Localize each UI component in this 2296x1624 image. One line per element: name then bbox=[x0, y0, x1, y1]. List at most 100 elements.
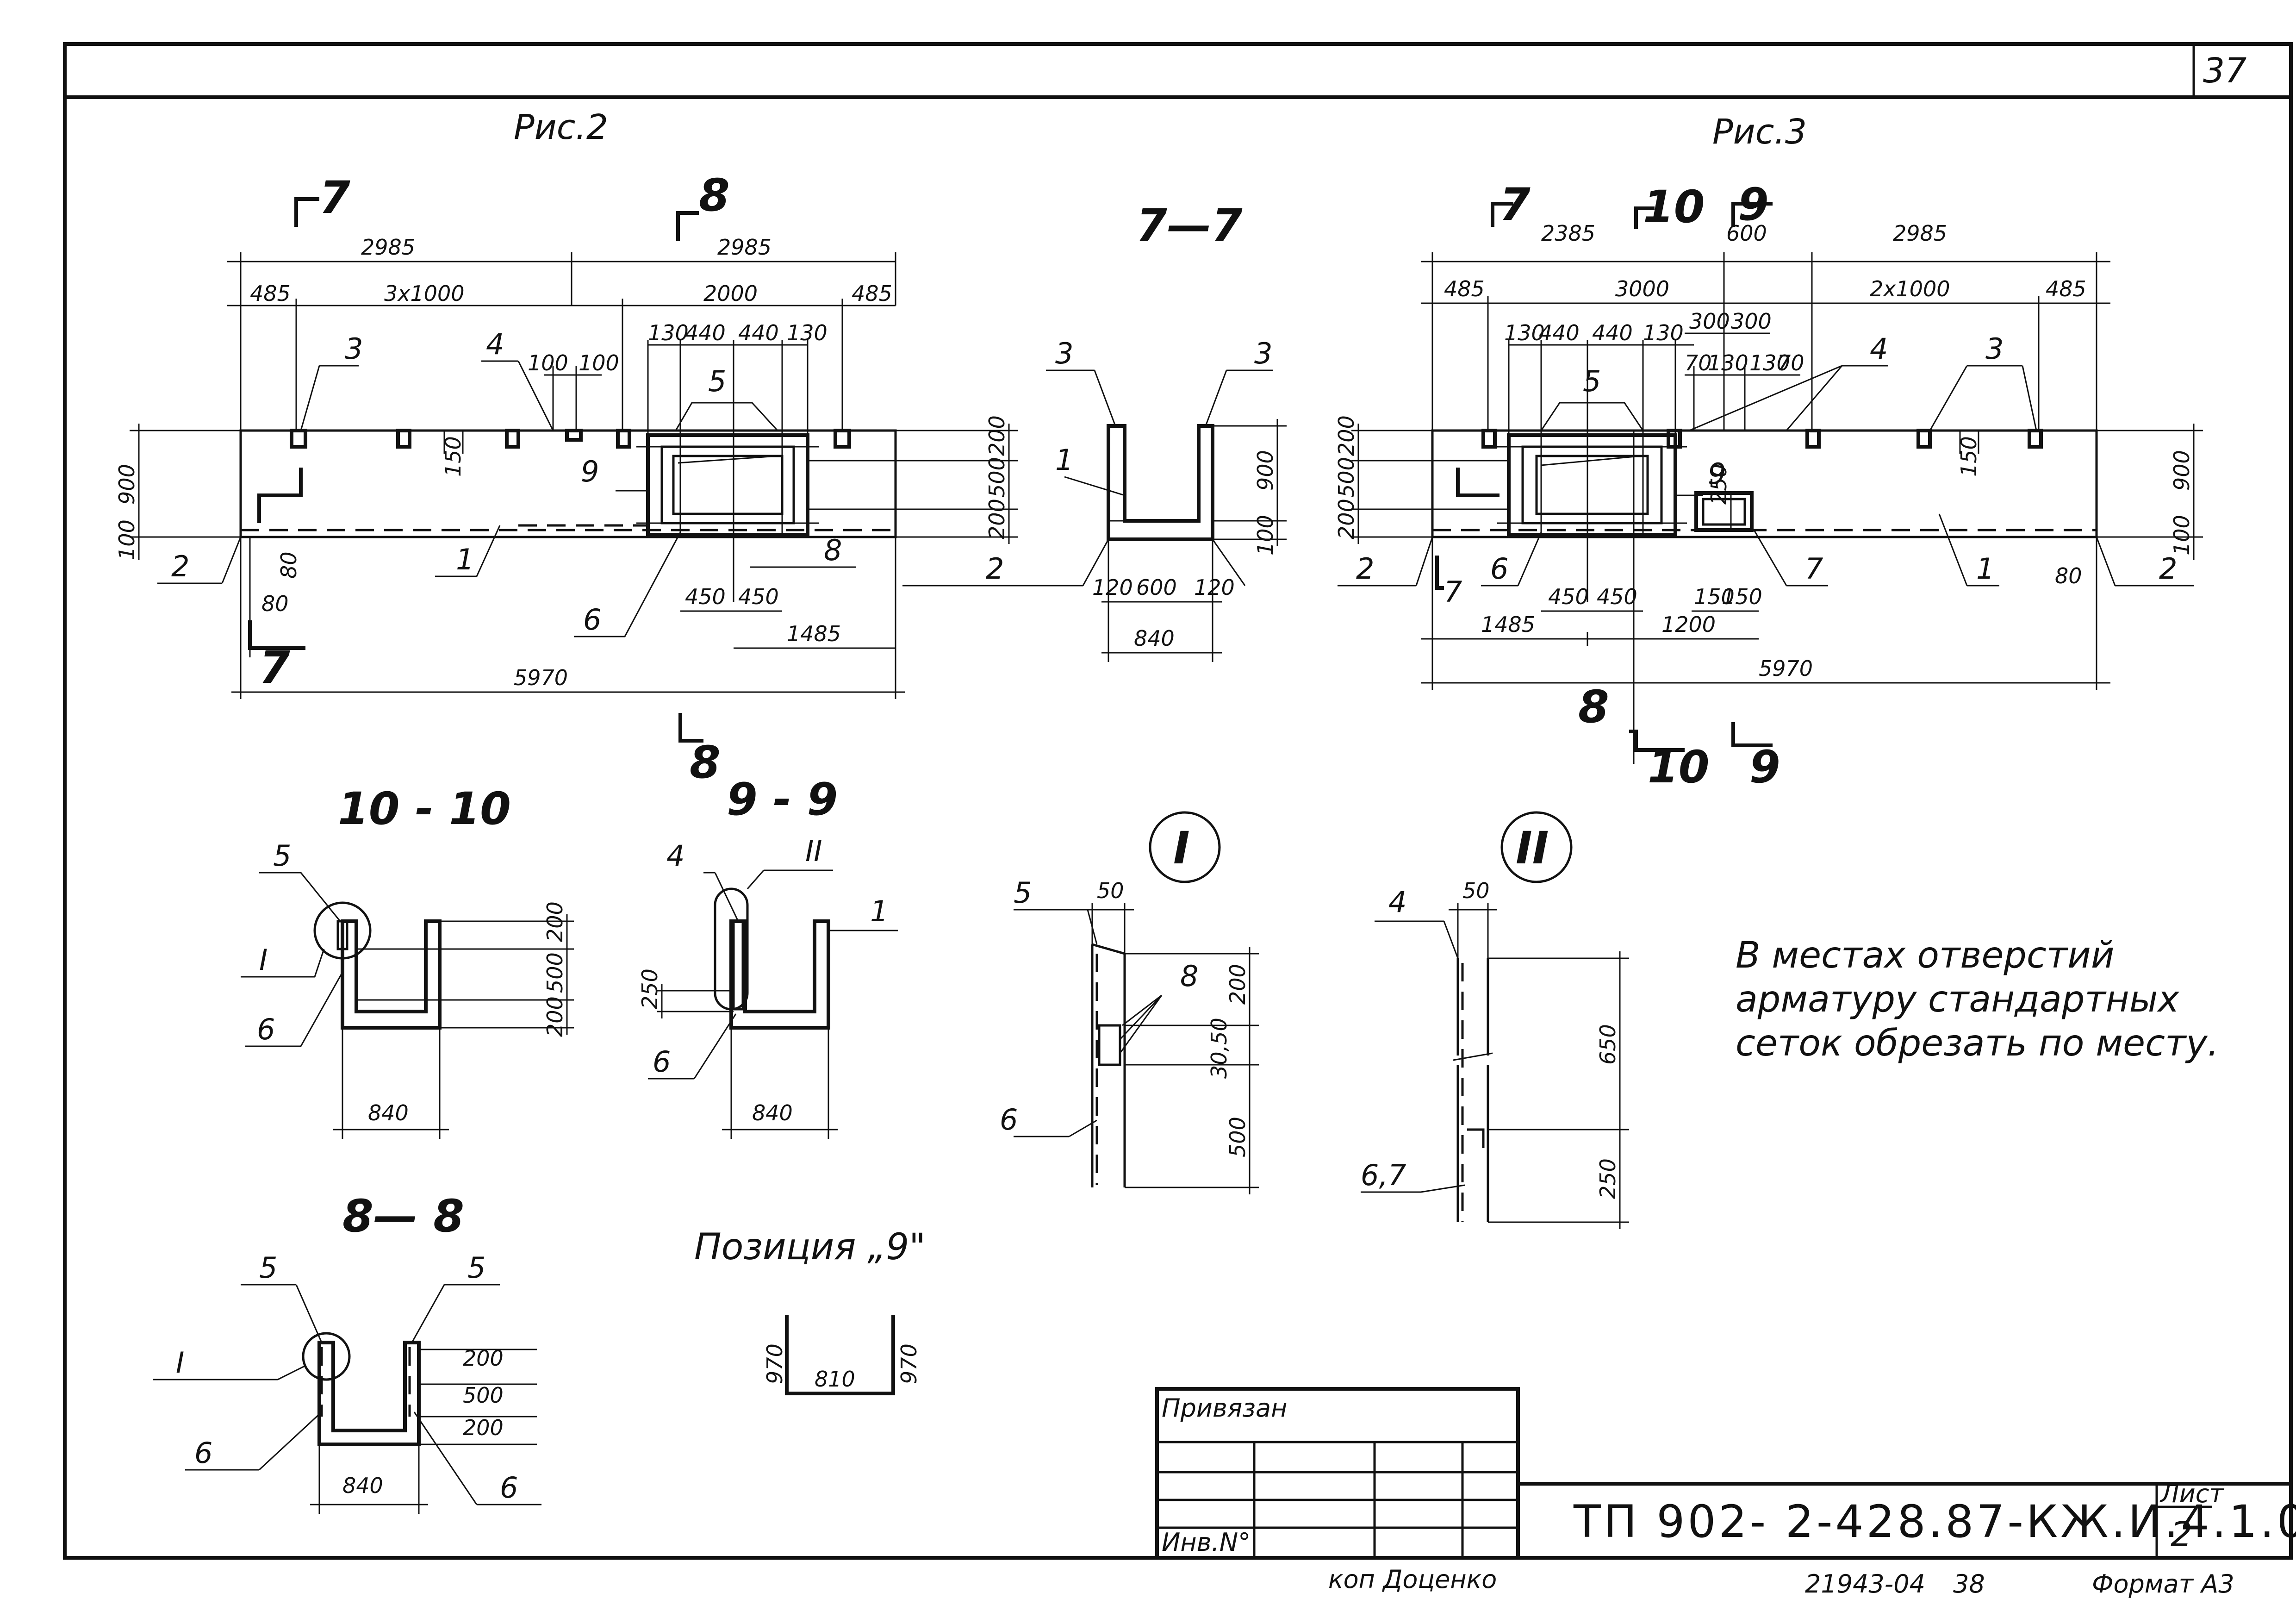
node-I-ref: I bbox=[176, 1346, 184, 1380]
dim-100-right: 100 bbox=[2169, 515, 2194, 556]
dim-200-a: 200 bbox=[984, 415, 1009, 456]
pos-4: 4 bbox=[666, 839, 684, 873]
dim-2x1000: 2x1000 bbox=[1870, 276, 1950, 301]
dim-200-b: 200 bbox=[984, 499, 1009, 539]
pos-6-left: 6 bbox=[194, 1436, 212, 1470]
node-II-ref: II bbox=[805, 834, 822, 868]
section-9-9: 9 - 9 4 II 1 250 6 840 bbox=[637, 774, 898, 1139]
pos-3: 3 bbox=[1985, 332, 2004, 366]
pos-3-right: 3 bbox=[1254, 337, 1272, 370]
document-code: ТП 902- 2-428.87-КЖ.И.4.1.00 bbox=[1573, 1496, 2296, 1548]
dim-500: 500 bbox=[542, 952, 567, 993]
format-label: Формат А3 bbox=[2092, 1569, 2234, 1599]
dim-200-a: 200 bbox=[1334, 415, 1359, 456]
node-II-title: II bbox=[1516, 822, 1549, 874]
pos-1: 1 bbox=[1976, 552, 1994, 586]
lifting-loops bbox=[290, 429, 851, 449]
pos-6-7: 6,7 bbox=[1361, 1158, 1406, 1192]
section-mark-7: 7 bbox=[1500, 179, 1531, 231]
dim-70-a: 70 bbox=[1685, 350, 1712, 375]
dim-840: 840 bbox=[368, 1100, 409, 1125]
dim-100-left: 100 bbox=[114, 519, 139, 560]
section-mark-7-top: 7 bbox=[319, 172, 350, 224]
pos-6: 6 bbox=[257, 1012, 275, 1046]
note-line-2: арматуру стандартных bbox=[1736, 979, 2179, 1020]
dim-485-a: 485 bbox=[250, 281, 291, 306]
section-mark-10-bottom: 10 bbox=[1648, 741, 1710, 793]
dim-80: 80 bbox=[2055, 563, 2082, 588]
section-8-8: 8— 8 5 5 I 6 6 200 500 200 840 bbox=[153, 1190, 541, 1514]
dim-450-b: 450 bbox=[1597, 584, 1637, 609]
dim-130-c: 130 bbox=[1708, 350, 1748, 375]
privyazan-label: Привязан bbox=[1162, 1393, 1287, 1423]
dim-250: 250 bbox=[637, 968, 662, 1009]
pos-4: 4 bbox=[1870, 332, 1888, 366]
dim-100-a: 100 bbox=[528, 350, 568, 375]
pos-6: 6 bbox=[1000, 1103, 1018, 1137]
position-9-title: Позиция „9" bbox=[694, 1226, 926, 1268]
pos-1: 1 bbox=[870, 894, 888, 928]
figure-2-title: Рис.2 bbox=[514, 107, 608, 147]
dim-130-b: 130 bbox=[787, 320, 828, 345]
dim-200-b: 200 bbox=[542, 996, 567, 1037]
dim-2000: 2000 bbox=[703, 281, 758, 306]
dim-300-b: 300 bbox=[1731, 309, 1772, 334]
dim-130-a: 130 bbox=[648, 320, 689, 345]
dim-3000: 3000 bbox=[1615, 276, 1669, 301]
dim-440-a: 440 bbox=[685, 320, 726, 345]
dim-900-left: 900 bbox=[114, 464, 139, 505]
section-mark-8-bottom: 8 bbox=[1578, 681, 1609, 733]
dim-1485: 1485 bbox=[787, 621, 841, 646]
page-number: 38 bbox=[1953, 1569, 1985, 1599]
pos-8: 8 bbox=[1180, 959, 1198, 993]
pos-5-right: 5 bbox=[467, 1251, 485, 1285]
dim-120-a: 120 bbox=[1092, 575, 1133, 600]
dim-450-b: 450 bbox=[738, 584, 779, 609]
dim-30-50: 30,50 bbox=[1207, 1018, 1232, 1079]
pos-2-left: 2 bbox=[1356, 552, 1374, 586]
dim-450-a: 450 bbox=[1548, 584, 1589, 609]
dim-500: 500 bbox=[463, 1383, 504, 1408]
dim-900: 900 bbox=[1253, 450, 1278, 491]
node-I-ref: I bbox=[259, 943, 268, 977]
dim-130-a: 130 bbox=[1504, 320, 1545, 345]
node-I-title: I bbox=[1173, 822, 1190, 874]
dim-200: 200 bbox=[1225, 964, 1250, 1005]
pos-7: 7 bbox=[1805, 552, 1823, 586]
node-II: II 50 4 650 250 6,7 bbox=[1361, 811, 1629, 1229]
copied-by: коп Доценко bbox=[1328, 1565, 1497, 1594]
dim-440-b: 440 bbox=[1592, 320, 1633, 345]
dim-840: 840 bbox=[342, 1473, 383, 1498]
position-9: Позиция „9" 970 810 970 bbox=[694, 1226, 926, 1395]
dim-2985-b: 2985 bbox=[717, 235, 772, 260]
pos-2: 2 bbox=[171, 550, 189, 583]
dim-150-b: 150 bbox=[1722, 584, 1762, 609]
dim-200-b: 200 bbox=[463, 1415, 504, 1440]
pos-3-left: 3 bbox=[1055, 337, 1073, 370]
figure-3-title: Рис.3 bbox=[1712, 112, 1807, 152]
dim-485-b: 485 bbox=[852, 281, 892, 306]
dim-840: 840 bbox=[752, 1100, 793, 1125]
dim-970-b: 970 bbox=[896, 1343, 921, 1384]
pos-4: 4 bbox=[486, 327, 504, 361]
dim-150: 150 bbox=[1956, 436, 1981, 477]
pos-9: 9 bbox=[1708, 457, 1726, 491]
dim-5970: 5970 bbox=[1759, 656, 1813, 681]
lifting-loops bbox=[1481, 429, 2043, 449]
title-block: Привязан Инв.N° ТП 902- 2-428.87-КЖ.И.4.… bbox=[1155, 1387, 2296, 1560]
note-line-3: сеток обрезать по месту. bbox=[1736, 1023, 2219, 1064]
sheet-number: 37 bbox=[2203, 51, 2246, 91]
dim-120-b: 120 bbox=[1194, 575, 1235, 600]
dim-100: 100 bbox=[1253, 515, 1278, 556]
section-mark-7-side: 7 bbox=[1444, 575, 1462, 609]
figure-3: Рис.3 7 10 9 2385 600 2985 485 3000 2x10… bbox=[1334, 112, 2203, 793]
pos-4: 4 bbox=[1388, 885, 1406, 919]
dim-200-a: 200 bbox=[542, 901, 567, 942]
dim-80-a: 80 bbox=[276, 551, 301, 579]
section-10-10: 10 - 10 200 500 200 5 I 6 840 bbox=[241, 783, 574, 1139]
section-mark-8-top: 8 bbox=[699, 169, 730, 221]
dim-500: 500 bbox=[1225, 1117, 1250, 1157]
section-10-10-title: 10 - 10 bbox=[338, 783, 511, 835]
section-mark-8-bottom: 8 bbox=[690, 737, 721, 788]
dim-600: 600 bbox=[1726, 221, 1767, 246]
